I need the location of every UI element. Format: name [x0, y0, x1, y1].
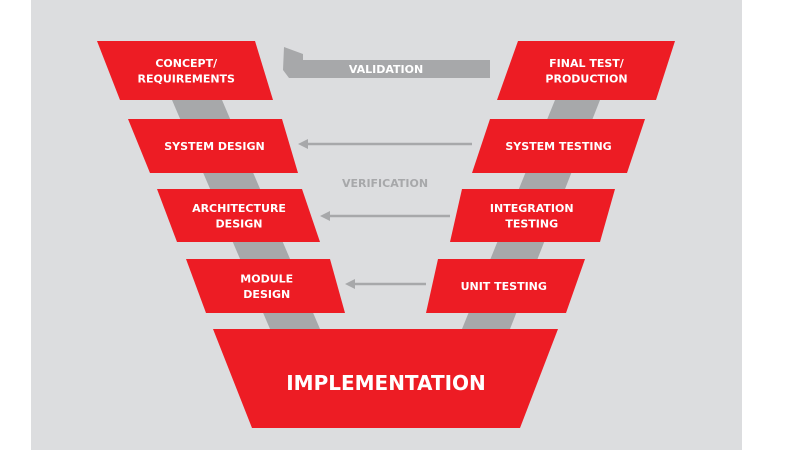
right-stage-2-label: TESTING: [505, 217, 558, 230]
right-stage-0-box: [497, 41, 675, 100]
left-stage-1-label: SYSTEM DESIGN: [164, 140, 265, 153]
right-stage-3-box: [426, 259, 585, 313]
left-stage-3-box: [186, 259, 345, 313]
right-stage-2-label: INTEGRATION: [490, 202, 574, 215]
left-stage-3-label: DESIGN: [243, 288, 290, 301]
arrow-head-icon: [345, 279, 355, 289]
right-stage-0-label: PRODUCTION: [545, 72, 627, 85]
left-stage-0-box: [97, 41, 273, 100]
left-stage-3-label: MODULE: [240, 272, 293, 285]
implementation-box: [213, 329, 558, 428]
right-stage-3-label: UNIT TESTING: [461, 280, 547, 293]
right-stage-0-label: FINAL TEST/: [549, 57, 625, 70]
validation-label: VALIDATION: [349, 63, 423, 76]
left-stage-2-label: DESIGN: [216, 217, 263, 230]
implementation-label: IMPLEMENTATION: [286, 371, 486, 395]
validation-arrow: [283, 47, 490, 78]
right-stage-2-box: [450, 189, 615, 242]
arrow-head-icon: [320, 211, 330, 221]
left-stage-2-box: [157, 189, 320, 242]
left-stage-0-label: REQUIREMENTS: [138, 72, 236, 85]
left-stage-1-box: [128, 119, 298, 173]
verification-arrows: [298, 139, 472, 289]
left-stage-2-label: ARCHITECTURE: [192, 202, 286, 215]
right-stage-1-box: [472, 119, 645, 173]
arrow-head-icon: [298, 139, 308, 149]
right-stage-1-label: SYSTEM TESTING: [505, 140, 611, 153]
verification-label: VERIFICATION: [342, 177, 428, 190]
left-stage-0-label: CONCEPT/: [155, 57, 218, 70]
